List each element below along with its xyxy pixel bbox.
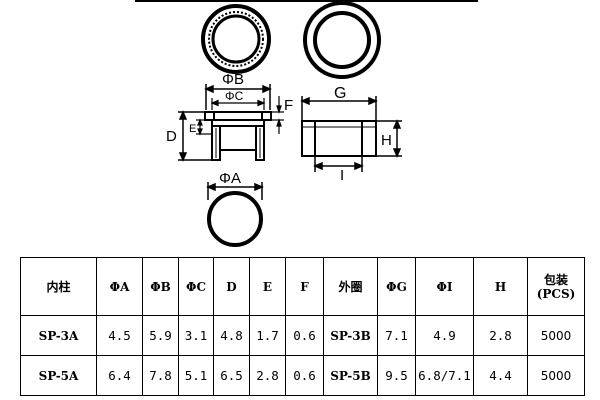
header-phi-i: ΦI — [415, 257, 474, 316]
cell-f: 0.6 — [285, 315, 324, 356]
cell-phi-b: 7.8 — [142, 355, 179, 396]
inner-post-side-view — [204, 111, 272, 161]
header-e: E — [249, 257, 286, 316]
cell-phi-c: 3.1 — [178, 315, 214, 356]
header-d: D — [213, 257, 250, 316]
header-packaging-line1: 包装 — [543, 272, 568, 287]
label-f: F — [284, 97, 293, 114]
cell-phi-a: 6.4 — [96, 355, 143, 396]
cell-f: 0.6 — [285, 355, 324, 396]
spec-table: 内柱 ΦA ΦB ΦC D E F 外圈 ΦG ΦI H 包装 (PCS) SP… — [20, 257, 585, 396]
cell-phi-g: 9.5 — [377, 355, 416, 396]
cell-inner-model: SP-5A — [20, 355, 97, 396]
label-e: E — [189, 123, 196, 135]
dimension-g — [300, 96, 378, 120]
label-phi-c: ΦC — [225, 89, 244, 103]
header-phi-b: ΦB — [142, 257, 179, 316]
cell-outer-model: SP-5B — [323, 355, 378, 396]
dimension-e — [196, 118, 212, 136]
label-phi-a: ΦA — [219, 170, 241, 187]
cell-h: 2.8 — [473, 315, 528, 356]
dimension-i — [313, 157, 364, 172]
cell-inner-model: SP-3A — [20, 315, 97, 356]
cell-packaging: 5000 — [527, 355, 585, 396]
cell-d: 4.8 — [213, 315, 250, 356]
header-packaging-line2: (PCS) — [536, 286, 576, 301]
cell-outer-model: SP-3B — [323, 315, 378, 356]
cell-phi-i: 6.8/7.1 — [415, 355, 474, 396]
table-row: SP-5A 6.4 7.8 5.1 6.5 2.8 0.6 SP-5B 9.5 … — [20, 355, 585, 396]
dimension-d — [178, 110, 212, 162]
outer-ring-top-view — [303, 1, 381, 79]
cell-phi-c: 5.1 — [178, 355, 214, 396]
cell-phi-b: 5.9 — [142, 315, 179, 356]
dimension-phi-c — [210, 98, 266, 110]
label-h: H — [381, 132, 392, 149]
cell-e: 2.8 — [249, 355, 286, 396]
cell-h: 4.4 — [473, 355, 528, 396]
header-packaging: 包装 (PCS) — [527, 257, 585, 316]
table-row: SP-3A 4.5 5.9 3.1 4.8 1.7 0.6 SP-3B 7.1 … — [20, 315, 585, 356]
technical-drawing: ΦB ΦC D E F — [135, 0, 478, 247]
header-f: F — [285, 257, 324, 316]
label-phi-b: ΦB — [222, 71, 244, 88]
inner-post-top-view — [201, 4, 271, 74]
header-phi-c: ΦC — [178, 257, 214, 316]
dimension-phi-a — [206, 182, 264, 200]
dimension-phi-b — [204, 84, 272, 110]
dimension-h — [377, 119, 402, 158]
header-outer-ring: 外圈 — [323, 257, 378, 316]
header-phi-g: ΦG — [377, 257, 416, 316]
outer-ring-side-view — [301, 120, 377, 157]
label-i: I — [340, 167, 344, 184]
header-inner-post: 内柱 — [20, 257, 97, 316]
cell-packaging: 5000 — [527, 315, 585, 356]
label-d: D — [166, 128, 177, 145]
inner-post-bottom-view — [207, 191, 263, 247]
cell-e: 1.7 — [249, 315, 286, 356]
cell-d: 6.5 — [213, 355, 250, 396]
label-g: G — [334, 85, 346, 102]
dimension-f — [272, 96, 284, 134]
cell-phi-g: 7.1 — [377, 315, 416, 356]
header-phi-a: ΦA — [96, 257, 143, 316]
cell-phi-a: 4.5 — [96, 315, 143, 356]
table-header-row: 内柱 ΦA ΦB ΦC D E F 外圈 ΦG ΦI H 包装 (PCS) — [20, 257, 585, 316]
cell-phi-i: 4.9 — [415, 315, 474, 356]
header-h: H — [473, 257, 528, 316]
